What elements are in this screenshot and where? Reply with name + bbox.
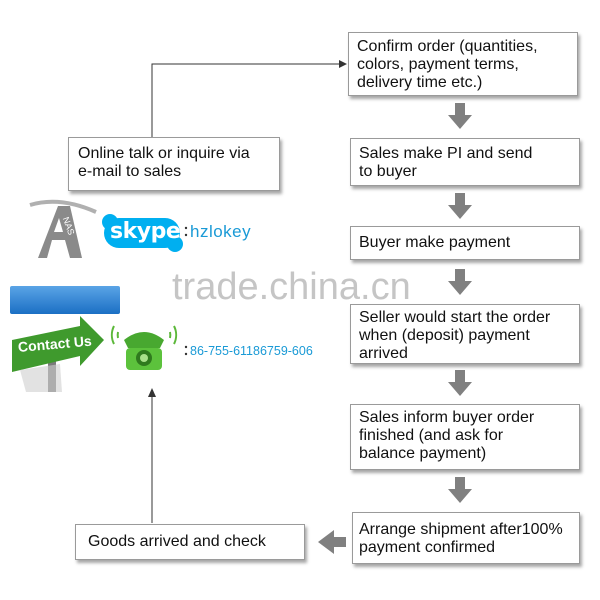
step-online-talk: Online talk or inquire via e-mail to sal…	[68, 137, 280, 191]
left-arrow	[318, 530, 346, 554]
step-goods-arrived: Goods arrived and check	[75, 524, 305, 560]
brand-logo-icon: NAS	[29, 199, 97, 258]
skype-icon	[102, 214, 183, 252]
watermark: trade.china.cn	[172, 266, 411, 308]
step-confirm-order: Confirm order (quantities, colors, payme…	[348, 32, 578, 96]
arrowhead-to-phone	[148, 388, 156, 397]
down-arrow-4	[448, 370, 472, 396]
down-arrows	[448, 103, 472, 503]
step-sales-inform: Sales inform buyer order finished (and a…	[350, 404, 580, 470]
down-arrow-2	[448, 193, 472, 219]
skype-logo-text: skype	[110, 219, 181, 244]
contact-sign-icon	[12, 316, 104, 392]
phone-number[interactable]: 86-755-61186759-606	[190, 344, 313, 358]
connector-online-to-confirm	[151, 63, 340, 137]
arrowhead-to-confirm	[339, 60, 347, 68]
step-arrange-shipment: Arrange shipment after100% payment confi…	[352, 512, 580, 564]
skype-id[interactable]: hzlokey	[190, 222, 252, 241]
step-seller-start: Seller would start the order when (depos…	[350, 304, 580, 364]
step-buyer-payment: Buyer make payment	[350, 226, 580, 260]
step-sales-pi: Sales make PI and send to buyer	[350, 138, 580, 186]
down-arrow-3	[448, 269, 472, 295]
down-arrow-1	[448, 103, 472, 129]
down-arrow-5	[448, 477, 472, 503]
phone-icon	[110, 325, 178, 370]
contact-bar	[10, 286, 120, 314]
